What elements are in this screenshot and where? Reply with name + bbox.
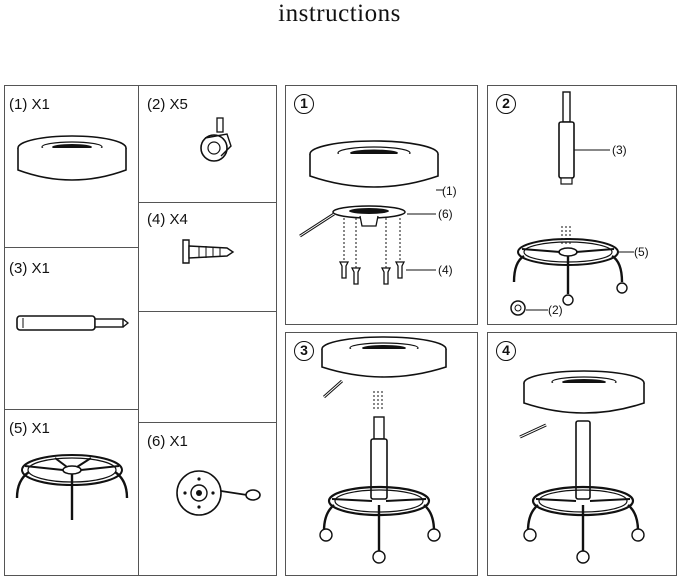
part-cell-seat: (1) X1	[4, 85, 139, 248]
part-cell-base: (5) X1	[4, 409, 139, 576]
step-3-drawing	[286, 333, 479, 577]
page-title: instructions	[0, 0, 679, 28]
mechanism-part-drawing	[139, 423, 278, 577]
part-cell-screw: (4) X4	[138, 202, 277, 312]
step-1-callout-screw: (4)	[438, 263, 453, 277]
step-4-drawing	[488, 333, 678, 577]
step-2-callout-caster: (2)	[548, 303, 563, 317]
step-1-panel: 1 (1) (6) (4)	[285, 85, 478, 325]
step-1-callout-seat: (1)	[442, 184, 457, 198]
caster-part-drawing	[139, 86, 278, 204]
step-2-callout-base: (5)	[634, 245, 649, 259]
step-1-drawing	[286, 86, 479, 326]
part-cell-mechanism: (6) X1	[138, 422, 277, 576]
part-cell-cylinder: (3) X1	[4, 247, 139, 410]
part-cell-caster: (2) X5	[138, 85, 277, 203]
cylinder-part-drawing	[5, 248, 140, 411]
step-1-callout-mechanism: (6)	[438, 207, 453, 221]
step-2-callout-cylinder: (3)	[612, 143, 627, 157]
screw-part-drawing	[139, 203, 278, 313]
step-2-drawing	[488, 86, 678, 326]
step-2-panel: 2 (3) (5) (2)	[487, 85, 677, 325]
seat-part-drawing	[5, 86, 140, 249]
base-part-drawing	[5, 410, 140, 577]
step-4-panel: 4	[487, 332, 677, 576]
step-3-panel: 3	[285, 332, 478, 576]
part-cell-empty	[138, 311, 277, 423]
